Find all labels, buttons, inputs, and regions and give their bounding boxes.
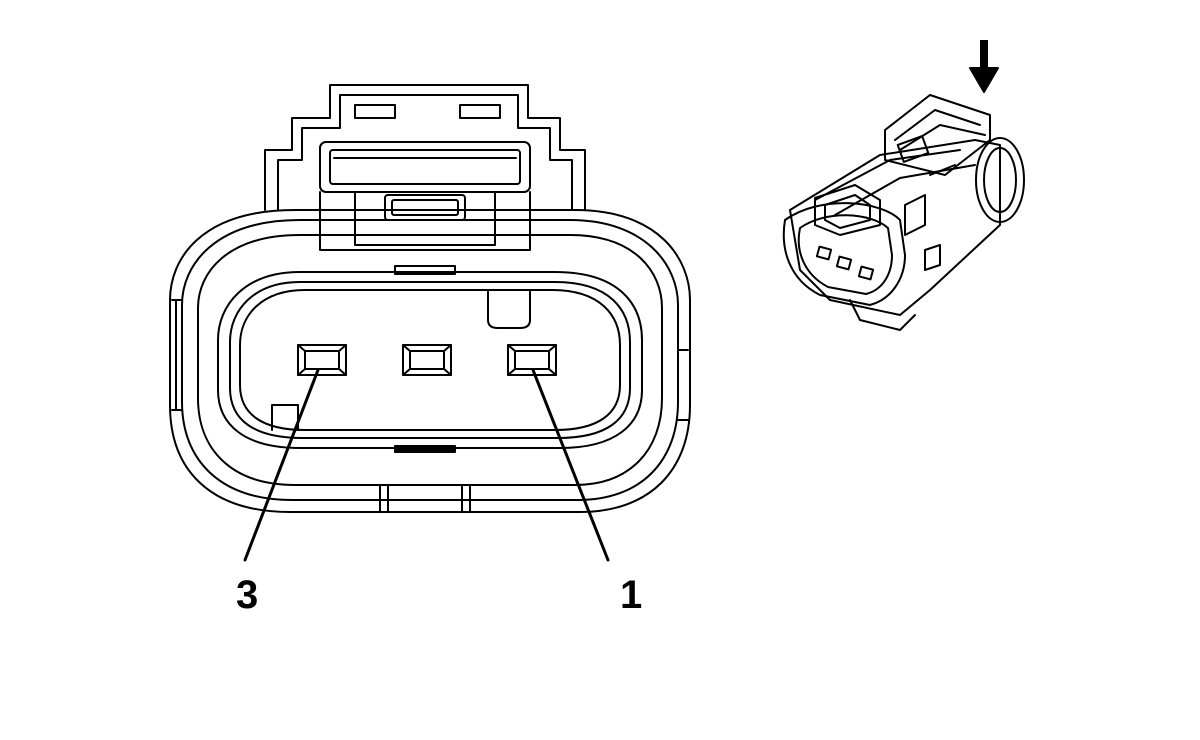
iso-latch-window	[896, 135, 930, 163]
iso-side-window	[924, 244, 941, 271]
iso-pin-2	[835, 255, 853, 271]
leader-line-pin-1	[531, 368, 610, 562]
latch-tab	[384, 194, 466, 221]
pin-terminal-3	[297, 344, 347, 376]
connector-outer-shell	[169, 209, 691, 513]
left-side-rib	[171, 299, 183, 411]
latch-housing-inner	[277, 94, 573, 211]
iso-body-top	[814, 149, 976, 216]
pin-label-3: 3	[236, 573, 259, 617]
cavity-inner	[239, 289, 621, 431]
down-arrow-icon	[969, 40, 999, 93]
pin-terminal-1	[507, 344, 557, 376]
iso-side-ribs	[904, 164, 956, 236]
pin-label-1: 1	[620, 573, 643, 617]
cavity-bottom-key	[394, 445, 456, 453]
cavity-key-left	[271, 404, 299, 431]
iso-front-latch-inner	[824, 194, 871, 229]
cavity-middle	[229, 281, 631, 439]
bottom-ribs	[379, 484, 471, 513]
iso-pin-3	[815, 245, 833, 261]
iso-front-latch	[814, 184, 881, 236]
right-side-rib	[677, 349, 689, 421]
latch-tab-inner	[391, 199, 459, 216]
iso-top-latch	[884, 94, 991, 176]
latch-lever-inner	[329, 149, 521, 185]
latch-lever	[319, 141, 531, 193]
leader-line-pin-3	[243, 368, 320, 562]
connector-outer-shell-inner	[181, 219, 679, 501]
iso-front-face	[782, 202, 906, 306]
pin-terminal-2	[402, 344, 452, 376]
cavity-top-key	[394, 265, 456, 275]
iso-pin-1	[857, 265, 875, 281]
cavity-key-right	[487, 289, 531, 329]
latch-base	[319, 191, 531, 251]
iso-bottom-edge	[849, 299, 916, 331]
connector-shell-ridge	[197, 234, 663, 486]
iso-body	[789, 139, 1001, 316]
iso-front-face-inner	[797, 214, 893, 295]
connector-iso-view	[782, 94, 1025, 331]
latch-clips	[354, 104, 501, 119]
iso-top-latch-detail	[894, 109, 986, 151]
connector-front-view	[169, 84, 691, 562]
cavity-outer	[217, 271, 643, 449]
latch-housing-outer	[264, 84, 586, 211]
